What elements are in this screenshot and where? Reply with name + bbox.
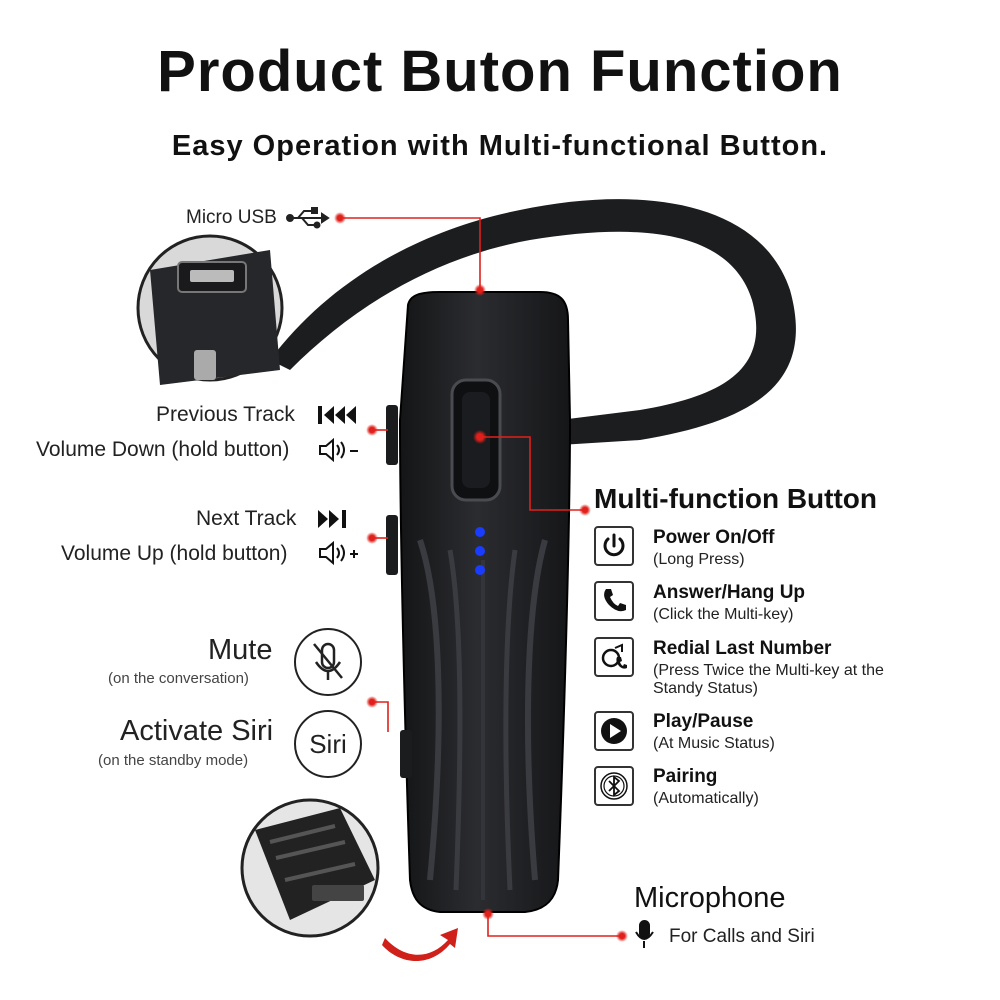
microphone-detail: For Calls and Siri (669, 926, 815, 947)
label-activate-siri: Activate Siri (120, 715, 274, 747)
function-title-redial: Redial Last Number (653, 638, 832, 659)
microphone-heading: Microphone (634, 882, 786, 914)
mute-icon (294, 628, 362, 696)
side-button-previous (386, 405, 398, 465)
label-volume-down: Volume Down (hold button) (36, 438, 290, 461)
volume-up-icon (319, 540, 358, 566)
play-icon (594, 711, 634, 751)
multi-function-heading: Multi-function Button (594, 483, 878, 514)
led-indicator (475, 527, 485, 537)
function-title-power: Power On/Off (653, 527, 775, 548)
function-detail-redial: (Press Twice the Multi-key at the (653, 662, 884, 679)
siri-icon: Siri (294, 710, 362, 778)
phone-icon (594, 581, 634, 621)
function-detail-pairing: (Automatically) (653, 790, 759, 807)
rotate-arrow (382, 928, 458, 962)
led-indicator (475, 565, 485, 575)
power-icon (594, 526, 634, 566)
ear-hook (270, 199, 796, 445)
function-title-pairing: Pairing (653, 766, 718, 787)
label-mute-note: (on the conversation) (108, 670, 249, 687)
page-title: Product Buton Function (157, 39, 843, 104)
volume-down-icon (319, 437, 358, 463)
label-volume-up: Volume Up (hold button) (61, 542, 288, 565)
label-previous-track: Previous Track (156, 403, 295, 426)
usb-icon (286, 207, 330, 229)
siri-badge-text: Siri (309, 728, 347, 759)
bluetooth-icon (594, 766, 634, 806)
microphone-icon (635, 920, 654, 948)
function-detail-redial-2: Standy Status) (653, 680, 758, 697)
label-micro-usb: Micro USB (186, 207, 277, 228)
function-detail-answer: (Click the Multi-key) (653, 606, 794, 623)
led-indicator (475, 546, 485, 556)
label-mute: Mute (208, 634, 273, 666)
next-track-icon (318, 510, 346, 528)
redial-icon (594, 637, 634, 677)
label-siri-note: (on the standby mode) (98, 752, 249, 769)
callout-dots (334, 212, 628, 942)
function-title-play: Play/Pause (653, 711, 754, 732)
function-title-answer: Answer/Hang Up (653, 582, 806, 603)
function-detail-power: (Long Press) (653, 551, 745, 568)
side-button-next (386, 515, 398, 575)
previous-track-icon (318, 406, 356, 424)
label-next-track: Next Track (196, 507, 297, 530)
side-button-mute (400, 730, 412, 778)
page-subtitle: Easy Operation with Multi-functional But… (171, 130, 829, 162)
function-detail-play: (At Music Status) (653, 735, 775, 752)
